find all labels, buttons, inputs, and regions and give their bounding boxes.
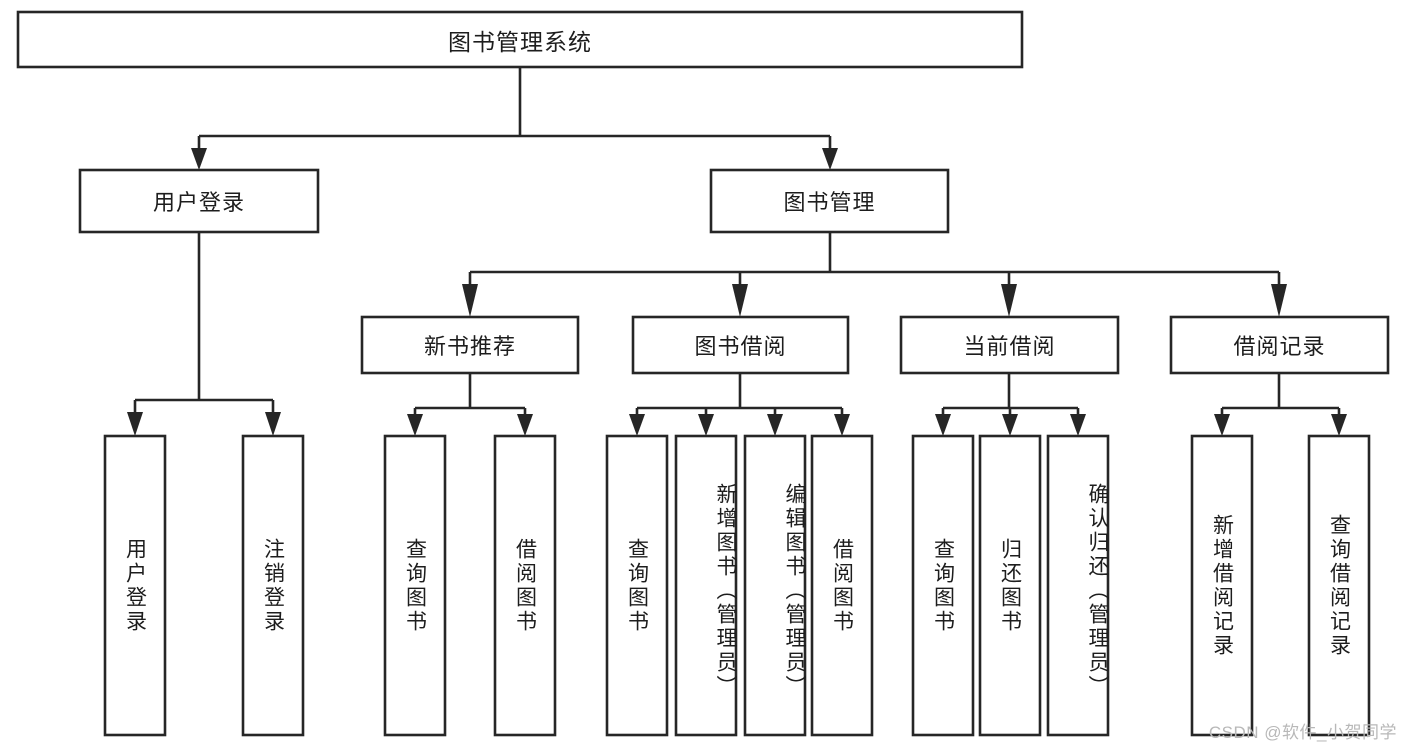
arrow-head-icon-current-borrow	[1001, 284, 1017, 317]
arrow-head-icon-leaf-query-book-1	[407, 414, 423, 436]
node-box-leaf-query-book-2[interactable]	[605, 434, 669, 737]
node-box-leaf-confirm-return[interactable]	[1046, 434, 1110, 737]
node-box-leaf-user-login[interactable]	[103, 434, 167, 737]
node-box-leaf-add-book[interactable]	[674, 434, 738, 737]
node-box-user-login[interactable]	[78, 168, 320, 234]
arrow-head-icon-user-login	[191, 148, 207, 170]
node-box-leaf-return-book[interactable]	[978, 434, 1042, 737]
node-box-leaf-edit-book[interactable]	[743, 434, 807, 737]
node-box-book-borrow[interactable]	[631, 315, 850, 375]
arrow-head-icon-leaf-add-borrow-record	[1214, 414, 1230, 436]
arrow-head-icon-leaf-edit-book	[767, 414, 783, 436]
arrow-head-icon-borrow-record	[1271, 284, 1287, 317]
node-box-leaf-query-book-3[interactable]	[911, 434, 975, 737]
arrow-head-icon-book-borrow	[732, 284, 748, 317]
node-box-book-manage[interactable]	[709, 168, 950, 234]
arrow-head-icon-new-book-recommend	[462, 284, 478, 317]
node-box-leaf-add-borrow-record[interactable]	[1190, 434, 1254, 737]
arrow-head-icon-leaf-query-borrow-record	[1331, 414, 1347, 436]
node-box-leaf-logout-login[interactable]	[241, 434, 305, 737]
arrow-head-icon-leaf-query-book-2	[629, 414, 645, 436]
arrow-head-icon-leaf-borrow-book-1	[517, 414, 533, 436]
arrow-head-icon-leaf-query-book-3	[935, 414, 951, 436]
arrow-head-icon-leaf-return-book	[1002, 414, 1018, 436]
node-box-borrow-record[interactable]	[1169, 315, 1390, 375]
node-box-leaf-query-book-1[interactable]	[383, 434, 447, 737]
arrow-head-icon-leaf-user-login	[127, 412, 143, 436]
arrow-head-icon-leaf-logout-login	[265, 412, 281, 436]
node-box-current-borrow[interactable]	[899, 315, 1120, 375]
arrow-head-icon-leaf-borrow-book-2	[834, 414, 850, 436]
node-box-leaf-borrow-book-2[interactable]	[810, 434, 874, 737]
connector-layer	[127, 67, 1347, 436]
arrow-head-icon-leaf-confirm-return	[1070, 414, 1086, 436]
node-box-root[interactable]	[16, 10, 1024, 69]
arrow-head-icon-book-manage	[822, 148, 838, 170]
arrow-head-icon-leaf-add-book	[698, 414, 714, 436]
node-box-layer	[16, 10, 1390, 737]
node-box-leaf-query-borrow-record[interactable]	[1307, 434, 1371, 737]
node-box-new-book-recommend[interactable]	[360, 315, 580, 375]
node-box-leaf-borrow-book-1[interactable]	[493, 434, 557, 737]
